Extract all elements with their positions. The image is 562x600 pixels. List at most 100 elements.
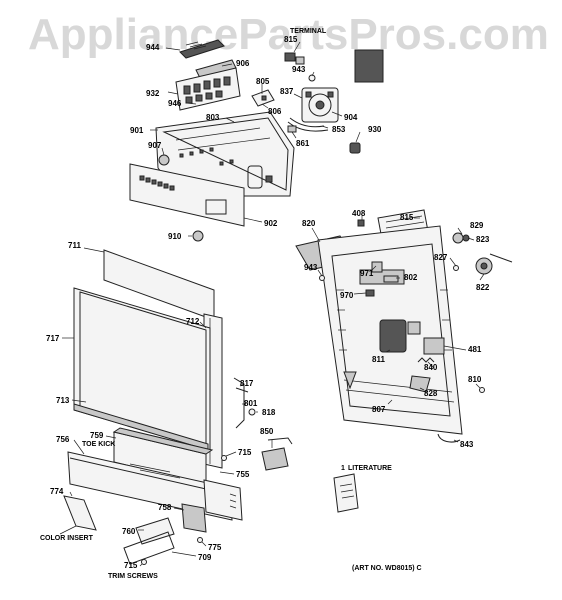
label-971: 971	[360, 269, 374, 278]
part-829-pivot	[452, 232, 470, 244]
label-823: 823	[476, 235, 490, 244]
label-759: 759	[90, 431, 104, 440]
label-literature-num: 1	[341, 465, 345, 472]
label-817: 817	[240, 379, 254, 388]
label-775: 775	[208, 543, 222, 552]
label-829: 829	[470, 221, 484, 230]
part-827-screw	[453, 265, 459, 271]
part-944-strip	[179, 39, 225, 59]
label-943-mid: 943	[304, 263, 318, 272]
label-trim-screws: TRIM SCREWS	[108, 573, 158, 580]
label-815-top: 815	[284, 35, 298, 44]
part-802-strike	[383, 275, 399, 283]
part-822-gear	[475, 257, 493, 275]
part-715-screw-upper	[221, 455, 227, 461]
label-760: 760	[122, 527, 136, 536]
panel-switch-dots	[179, 147, 234, 166]
label-820: 820	[302, 219, 316, 228]
label-827: 827	[434, 253, 448, 262]
label-758: 758	[158, 503, 172, 512]
label-837: 837	[280, 87, 294, 96]
part-861-clip	[287, 125, 297, 133]
label-806: 806	[268, 107, 282, 116]
part-801-hinge-arm	[233, 377, 245, 429]
part-810-screw	[479, 387, 485, 393]
part-760-trim-channel	[123, 517, 175, 565]
label-805: 805	[256, 77, 270, 86]
part-943-screw-lower	[319, 275, 325, 281]
label-815: 815	[400, 213, 414, 222]
label-literature: LITERATURE	[348, 465, 392, 472]
part-715-screw-lower	[141, 559, 147, 565]
label-861: 861	[296, 139, 310, 148]
label-715-upper: 715	[238, 448, 252, 457]
part-843-hinge-arm	[437, 433, 461, 443]
part-850-clip	[267, 437, 293, 445]
label-904: 904	[344, 113, 358, 122]
part-907-button	[158, 154, 170, 166]
label-713: 713	[56, 396, 70, 405]
label-811: 811	[372, 355, 385, 364]
literature-booklet	[333, 473, 359, 513]
label-946: 946	[168, 99, 182, 108]
part-759-toe-kick	[112, 427, 214, 485]
label-terminal: TERMINAL	[290, 28, 327, 35]
label-902: 902	[264, 219, 278, 228]
part-775-screw	[197, 537, 203, 543]
part-943-screw	[308, 74, 316, 82]
label-907: 907	[148, 141, 162, 150]
part-label-card	[354, 49, 384, 83]
part-818-screw	[248, 408, 256, 416]
label-818: 818	[262, 408, 276, 417]
part-823-rod	[489, 253, 513, 263]
watermark: AppliancePartsPros.com	[28, 10, 549, 59]
label-712: 712	[186, 317, 200, 326]
label-717: 717	[46, 334, 60, 343]
label-801: 801	[244, 399, 258, 408]
part-840-spring	[417, 357, 435, 363]
label-944: 944	[146, 43, 160, 52]
part-481-bracket	[423, 337, 445, 355]
part-853-harness	[287, 117, 329, 132]
part-930-switch	[349, 142, 361, 154]
label-art-no: (ART NO. WD8015) C	[352, 565, 422, 572]
part-labels: 944 906 805 943 837 932 946 806 803 904 …	[40, 28, 490, 580]
part-904-timer	[301, 87, 339, 123]
part-932-switch-bank	[175, 67, 241, 111]
label-802: 802	[404, 273, 418, 282]
label-901: 901	[130, 126, 144, 135]
part-774-color-insert	[63, 495, 97, 531]
label-755: 755	[236, 470, 250, 479]
label-943-top: 943	[292, 65, 306, 74]
label-840: 840	[424, 363, 438, 372]
part-910-knob	[192, 230, 204, 242]
part-945-terminal	[284, 52, 305, 65]
label-853: 853	[332, 125, 346, 134]
label-850: 850	[260, 427, 274, 436]
label-756: 756	[56, 435, 70, 444]
part-758-bracket	[181, 503, 207, 533]
label-970: 970	[340, 291, 354, 300]
part-902-fascia	[129, 163, 245, 227]
label-color-insert: COLOR INSERT	[40, 535, 94, 542]
part-850-box	[261, 447, 289, 471]
label-906: 906	[236, 59, 250, 68]
leader-lines	[59, 41, 485, 567]
label-810: 810	[468, 375, 482, 384]
label-803: 803	[206, 113, 220, 122]
label-toe-kick: TOE KICK	[82, 441, 115, 448]
label-711: 711	[68, 241, 81, 250]
part-817-pin	[235, 387, 249, 393]
label-774: 774	[50, 487, 64, 496]
label-843: 843	[460, 440, 474, 449]
label-807: 807	[372, 405, 386, 414]
label-408: 408	[352, 209, 366, 218]
label-930: 930	[368, 125, 382, 134]
label-822: 822	[476, 283, 490, 292]
part-828-hinge	[409, 375, 431, 393]
label-715-lower: 715	[124, 561, 138, 570]
door-side-ribs	[336, 289, 452, 351]
part-901-control-panel	[155, 111, 295, 197]
part-805-module	[251, 89, 275, 107]
